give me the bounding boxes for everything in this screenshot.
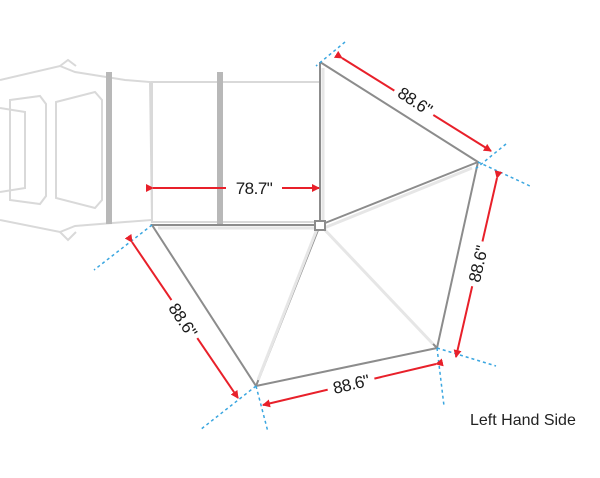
dimension-label-vehicle-width: 78.7" bbox=[236, 179, 273, 198]
awning-shading bbox=[158, 68, 473, 381]
roof-bar-rear bbox=[217, 72, 223, 224]
dimension-label-right: 88.6" bbox=[465, 244, 492, 284]
dimension-label-bottom: 88.6" bbox=[331, 371, 371, 398]
side-label: Left Hand Side bbox=[470, 412, 576, 429]
vehicle-outline bbox=[0, 58, 321, 242]
roof-bar-front bbox=[106, 72, 112, 224]
awning-pivot bbox=[314, 220, 326, 231]
